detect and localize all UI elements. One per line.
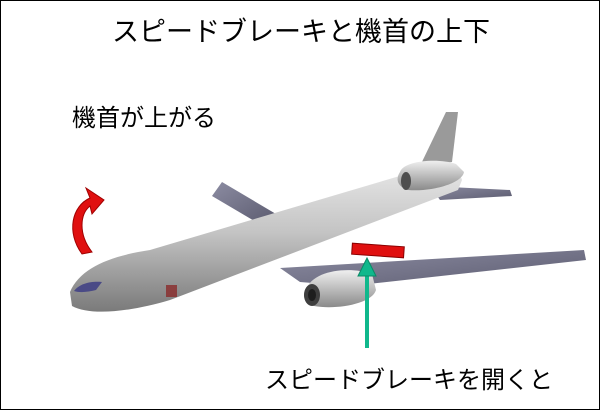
- fuselage: [70, 167, 462, 312]
- wing-engine: [304, 270, 376, 308]
- tail-engine-intake: [401, 172, 411, 190]
- pitch-up-arrow: [72, 186, 105, 255]
- pointer-arrow-head: [357, 256, 377, 277]
- tail-engine: [397, 160, 464, 191]
- speed-brake-label: スピードブレーキを開くと: [265, 366, 553, 394]
- tail-fin: [420, 112, 458, 166]
- left-wing: [212, 182, 276, 222]
- door-marking: [166, 285, 177, 297]
- speed-brake-panel: [351, 242, 405, 259]
- nose-up-label: 機首が上がる: [72, 104, 216, 132]
- diagram-title: スピードブレーキと機首の上下: [112, 17, 490, 48]
- cockpit-window: [74, 281, 102, 293]
